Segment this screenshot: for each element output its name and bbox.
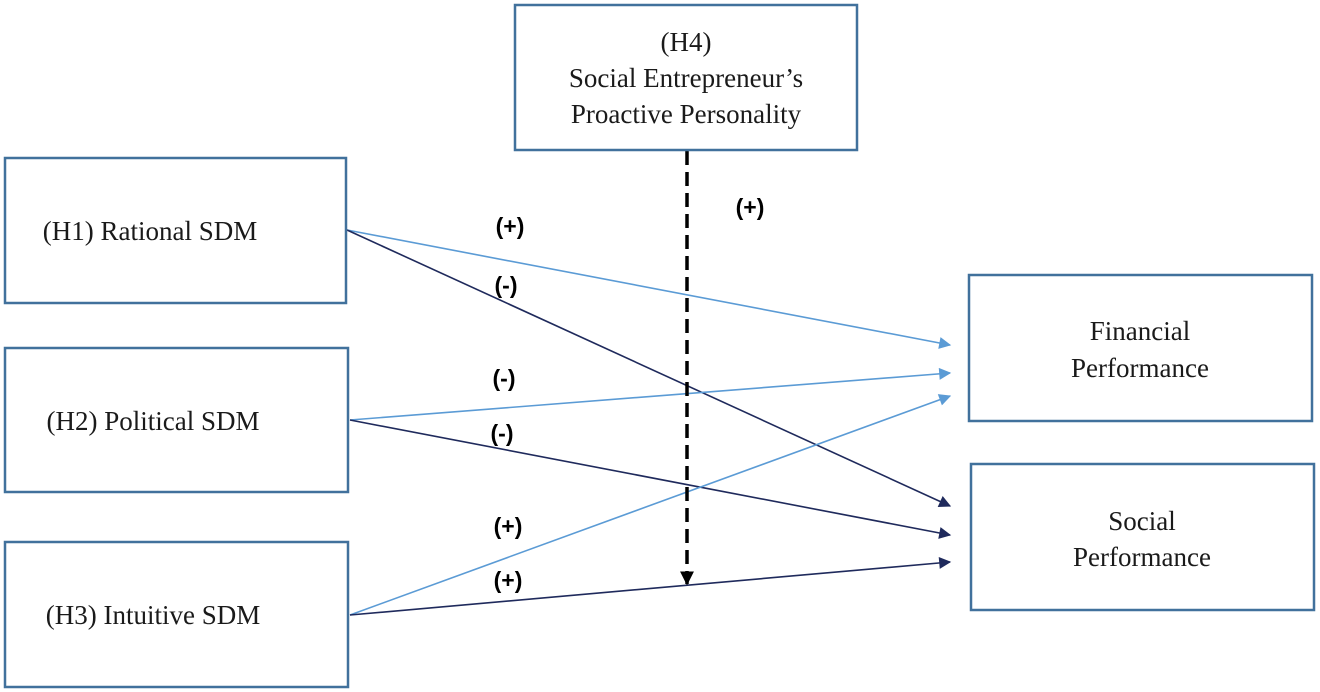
financial-label-line1: Financial bbox=[1090, 316, 1190, 346]
sign-h3-financial: (+) bbox=[494, 513, 523, 539]
h4-label-line3: Proactive Personality bbox=[571, 99, 802, 129]
financial-label-line2: Performance bbox=[1071, 353, 1209, 383]
h4-label-line2: Social Entrepreneur’s bbox=[569, 63, 803, 93]
h1-label: (H1) Rational SDM bbox=[43, 216, 257, 246]
social-label-line1: Social bbox=[1108, 506, 1176, 536]
arrow-h2-to-financial bbox=[349, 367, 952, 421]
sign-h3-social: (+) bbox=[494, 567, 523, 593]
h4-label-line1: (H4) bbox=[661, 27, 712, 57]
h3-label: (H3) Intuitive SDM bbox=[46, 600, 260, 630]
financial-performance-box: Financial Performance bbox=[967, 273, 1314, 423]
sign-h1-financial: (+) bbox=[496, 213, 525, 239]
h4-proactive-personality-box: (H4) Social Entrepreneur’s Proactive Per… bbox=[513, 3, 859, 152]
h2-label: (H2) Political SDM bbox=[47, 406, 260, 436]
h2-political-sdm-box: (H2) Political SDM bbox=[3, 346, 350, 494]
h3-intuitive-sdm-box: (H3) Intuitive SDM bbox=[3, 540, 350, 689]
arrow-h2-to-social bbox=[349, 419, 952, 539]
arrow-h1-to-financial bbox=[346, 229, 952, 349]
h1-rational-sdm-box: (H1) Rational SDM bbox=[3, 156, 348, 305]
sign-h1-social: (-) bbox=[495, 272, 518, 298]
social-label-line2: Performance bbox=[1073, 542, 1211, 572]
social-performance-box: Social Performance bbox=[969, 462, 1316, 612]
sign-h2-social: (-) bbox=[491, 420, 514, 446]
arrow-h3-to-financial bbox=[349, 394, 952, 616]
arrow-h1-to-social bbox=[346, 229, 952, 507]
sign-h2-financial: (-) bbox=[493, 365, 516, 391]
sign-moderation: (+) bbox=[736, 194, 765, 220]
arrow-h3-to-social bbox=[349, 556, 952, 616]
